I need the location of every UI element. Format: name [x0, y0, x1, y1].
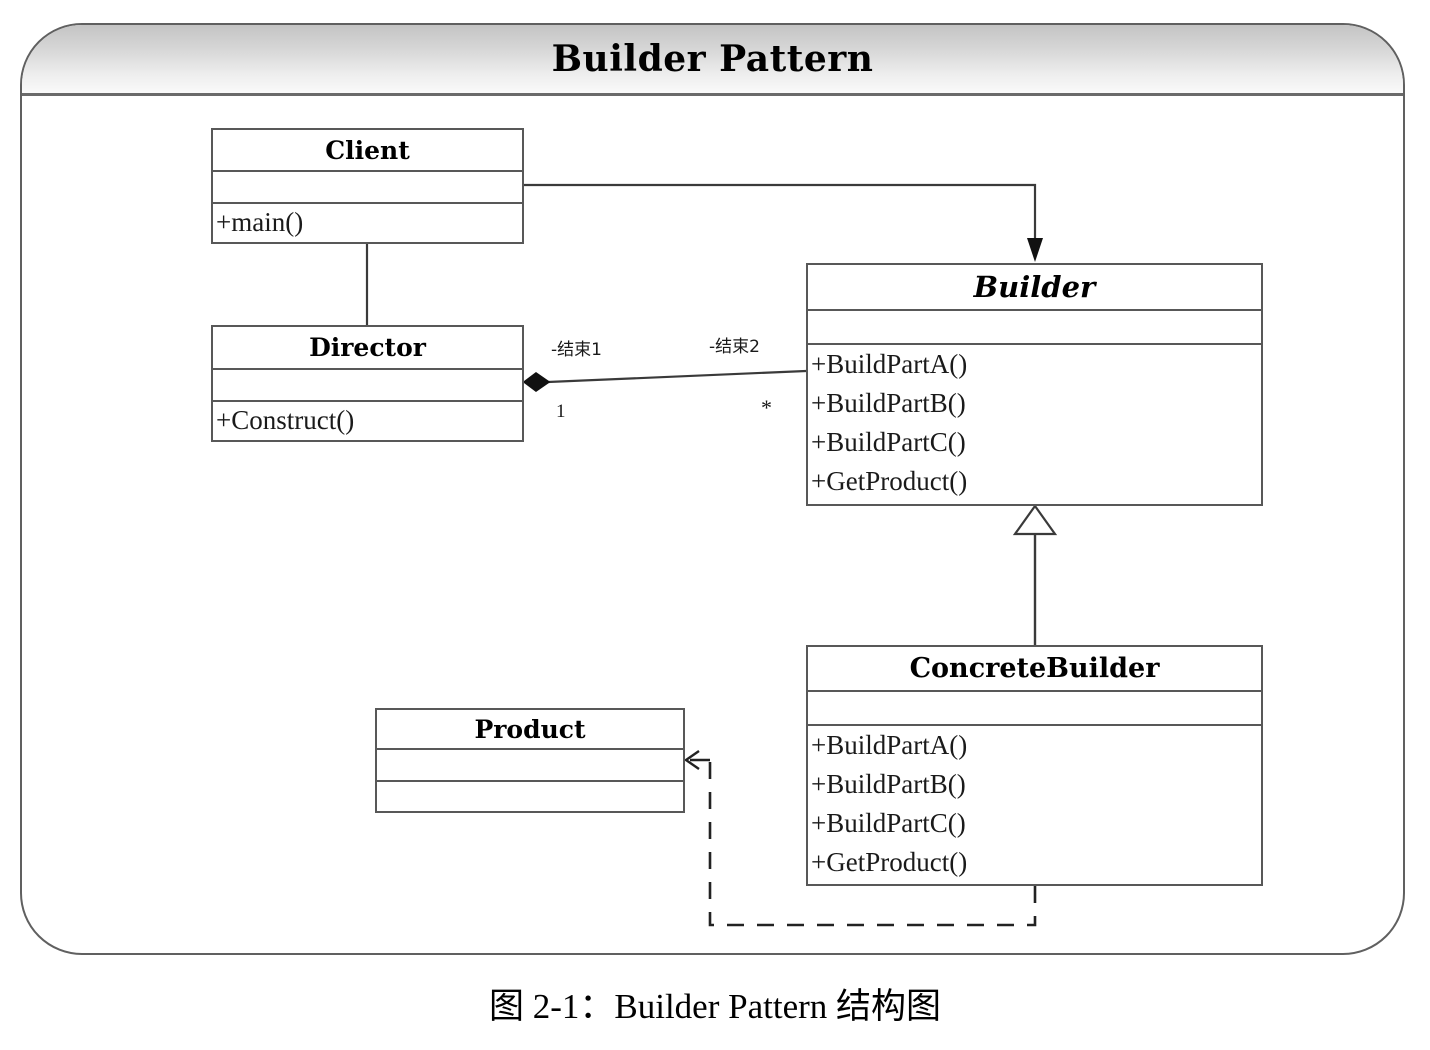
- operation-main: +main(): [216, 207, 304, 237]
- operation-getproduct: +GetProduct(): [811, 847, 968, 877]
- class-operations-product: [377, 782, 683, 811]
- class-attributes-client: [213, 172, 522, 204]
- class-operations-concretebuilder: +BuildPartA() +BuildPartB() +BuildPartC(…: [808, 726, 1261, 884]
- operation-buildpartb: +BuildPartB(): [811, 388, 966, 418]
- class-attributes-director: [213, 370, 522, 402]
- class-name-director: Director: [213, 327, 522, 370]
- class-name-client: Client: [213, 130, 522, 172]
- class-operations-builder: +BuildPartA() +BuildPartB() +BuildPartC(…: [808, 345, 1261, 504]
- operation-buildparta: +BuildPartA(): [811, 730, 968, 760]
- uml-class-director[interactable]: Director +Construct(): [211, 325, 524, 442]
- class-attributes-product: [377, 750, 683, 782]
- operation-getproduct: +GetProduct(): [811, 466, 968, 496]
- diagram-header-bar: [22, 25, 1403, 96]
- uml-class-builder[interactable]: Builder +BuildPartA() +BuildPartB() +Bui…: [806, 263, 1263, 506]
- uml-class-concretebuilder[interactable]: ConcreteBuilder +BuildPartA() +BuildPart…: [806, 645, 1263, 886]
- class-operations-client: +main(): [213, 204, 522, 240]
- class-operations-director: +Construct(): [213, 402, 522, 438]
- association-multiplicity-target: *: [761, 395, 772, 420]
- association-role-target: -结束2: [709, 337, 760, 357]
- class-attributes-builder: [808, 311, 1261, 345]
- figure-caption: 图 2-1：Builder Pattern 结构图: [488, 987, 942, 1026]
- operation-buildpartc: +BuildPartC(): [811, 808, 966, 838]
- class-name-concretebuilder: ConcreteBuilder: [808, 647, 1261, 692]
- class-name-product: Product: [377, 710, 683, 750]
- class-name-builder: Builder: [808, 265, 1261, 311]
- association-multiplicity-source: 1: [556, 401, 566, 422]
- operation-buildpartb: +BuildPartB(): [811, 769, 966, 799]
- uml-class-product[interactable]: Product: [375, 708, 685, 813]
- uml-class-client[interactable]: Client +main(): [211, 128, 524, 244]
- operation-buildpartc: +BuildPartC(): [811, 427, 966, 457]
- operation-buildparta: +BuildPartA(): [811, 349, 968, 379]
- operation-construct: +Construct(): [216, 405, 355, 435]
- class-attributes-concretebuilder: [808, 692, 1261, 726]
- association-role-source: -结束1: [551, 340, 602, 360]
- diagram-title: Builder Pattern: [551, 38, 874, 80]
